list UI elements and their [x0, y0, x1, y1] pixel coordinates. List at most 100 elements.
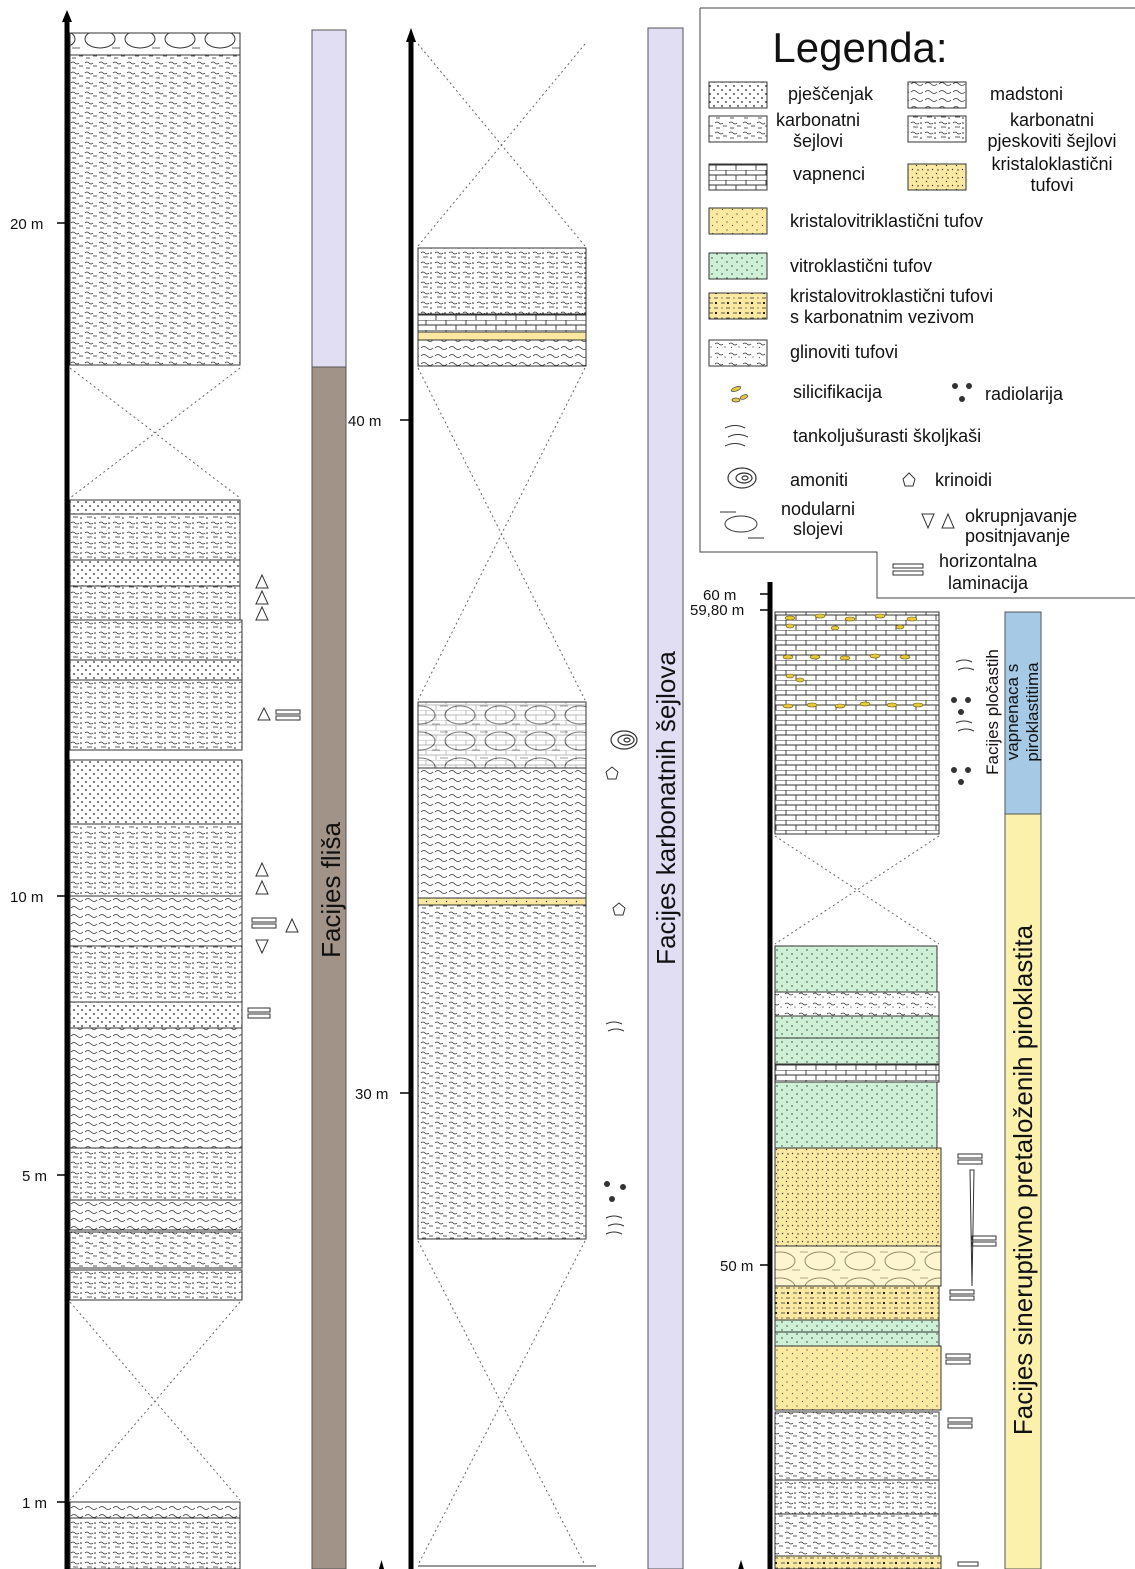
depth-tick: 1 m — [22, 1495, 67, 1512]
legend-label: glinoviti tufovi — [790, 342, 898, 362]
lithology-bed — [69, 32, 241, 56]
coarsening-fining-icon — [921, 512, 955, 530]
axis-arrow-icon — [378, 1560, 385, 1569]
nodular-beds-icon — [720, 511, 764, 539]
legend-swatch-carbshale — [708, 115, 768, 143]
radiolaria-icon — [604, 1181, 626, 1202]
crinoid-icon — [612, 902, 626, 916]
horizontal-lamination-icon — [945, 1153, 997, 1567]
lithology-bed — [69, 759, 243, 825]
svg-text:silicifikacija: silicifikacija — [793, 382, 883, 402]
gap-cross — [69, 367, 241, 499]
lithology-bed — [69, 1517, 241, 1569]
svg-text:radiolarija: radiolarija — [985, 384, 1064, 404]
gap-cross — [417, 1240, 586, 1566]
lithology-bed — [69, 1501, 241, 1519]
lithology-bed — [417, 767, 587, 899]
svg-text:krinoidi: krinoidi — [935, 470, 992, 490]
svg-text:40 m: 40 m — [348, 413, 381, 430]
thin-shell-bivalves-icon — [605, 1021, 625, 1235]
depth-tick: 30 m — [355, 1086, 411, 1103]
lithology-bed — [774, 1513, 940, 1557]
lithology-bed — [417, 339, 587, 367]
legend-swatch-sandyshale — [907, 115, 967, 143]
coarsening-up-icon — [255, 573, 299, 955]
lithology-bed — [69, 895, 243, 947]
lithology-bed — [69, 1147, 243, 1201]
lithology-bed — [774, 1345, 942, 1411]
lithology-bed — [774, 1479, 940, 1515]
depth-tick: 59,80 m — [690, 602, 770, 619]
axis-arrow-icon — [406, 28, 416, 42]
lithology-bed — [69, 619, 243, 751]
legend-swatch-limestone — [708, 163, 768, 191]
svg-text:30 m: 30 m — [355, 1086, 388, 1103]
column-3: 60 m 59,80 m 50 m — [690, 582, 1042, 1569]
legend-title: Legenda: — [772, 24, 947, 71]
svg-text:amoniti: amoniti — [790, 470, 848, 490]
facies-bar-karbonatnih — [647, 27, 684, 1569]
svg-text:50 m: 50 m — [720, 1258, 753, 1275]
lithology-bed — [774, 1081, 938, 1149]
fining-upward-icon — [969, 1169, 975, 1287]
crinoid-icon — [605, 766, 619, 780]
facies-bar-flisa — [311, 366, 347, 1569]
facies-bar-lavender — [311, 29, 347, 368]
lithology-bed — [69, 559, 241, 587]
lithology-bed — [774, 1245, 942, 1287]
lithology-bed — [774, 1285, 940, 1321]
crinoid-icon — [902, 472, 916, 487]
lithology-bed — [69, 659, 243, 681]
thin-shell-bivalves-icon — [955, 659, 975, 732]
svg-text:60 m: 60 m — [703, 587, 736, 604]
svg-text:20 m: 20 m — [10, 216, 43, 233]
depth-tick: 5 m — [22, 1168, 67, 1185]
depth-tick: 40 m — [348, 413, 411, 430]
radiolaria-icon — [952, 383, 972, 402]
lithology-bed — [774, 1063, 940, 1083]
lithology-bed — [417, 331, 587, 341]
gap-cross — [417, 43, 586, 247]
svg-text:10 m: 10 m — [10, 889, 43, 906]
lithology-bed — [774, 1037, 940, 1065]
facies-bar-sineruptivno — [1004, 813, 1042, 1569]
silicification-lenses — [782, 613, 924, 709]
gap-cross — [69, 1301, 241, 1501]
column-2: 40 m 30 m Facijes karbonatnih šejlova — [348, 27, 684, 1569]
depth-tick: 10 m — [10, 889, 67, 906]
lithology-bed — [774, 1411, 940, 1481]
lithology-bed — [774, 991, 940, 1017]
legend-swatch-sandstone — [708, 81, 768, 109]
thin-shell-bivalves-icon — [724, 425, 749, 447]
gap-cross — [774, 835, 940, 945]
facies-label-flisa: Facijes fliša — [316, 822, 346, 958]
legend-label: madstoni — [990, 84, 1063, 104]
lithology-bed — [774, 1331, 940, 1347]
depth-tick: 60 m — [703, 587, 770, 604]
ammonite-icon — [610, 730, 638, 750]
facies-bar-plocastih — [1004, 611, 1042, 815]
lithology-bed — [774, 945, 938, 993]
lithology-bed — [69, 1199, 243, 1231]
legend-swatch-crysvitrcarb — [708, 292, 768, 320]
ammonite-icon — [727, 467, 757, 489]
depth-tick: 50 m — [720, 1258, 770, 1275]
lithology-bed — [774, 1147, 942, 1247]
lithology-bed — [69, 945, 243, 1003]
axis-arrow-icon — [738, 1560, 744, 1569]
lithology-bed — [69, 32, 241, 366]
legend-label: vapnenci — [793, 164, 865, 184]
facies-label-plocastih: Facijes pločastihvapnenaca spiroklastiti… — [983, 649, 1042, 775]
column-1: 20 m 10 m 5 m 1 m Facijes fliša — [10, 10, 347, 1569]
lithology-bed — [69, 499, 241, 515]
horizontal-lamination-icon — [892, 563, 924, 576]
lithology-bed — [417, 897, 587, 906]
legend-label: vitroklastični tufov — [790, 256, 932, 276]
legend-swatch-crysvitr — [708, 207, 768, 235]
